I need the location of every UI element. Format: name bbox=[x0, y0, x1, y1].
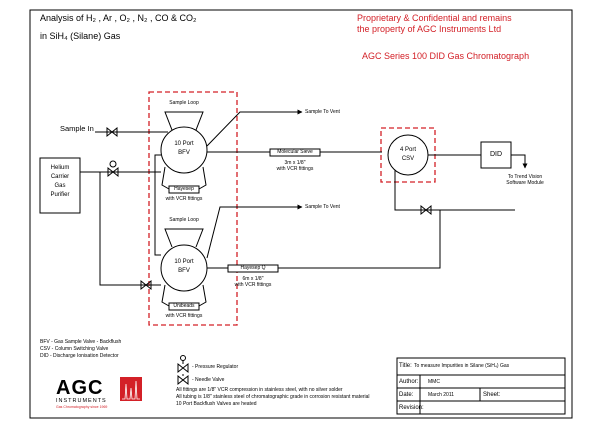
page-border bbox=[29, 9, 573, 419]
bfv-bottom-label-2: BFV bbox=[178, 268, 190, 274]
pressure-regulator-symbol bbox=[109, 160, 117, 168]
hayesep-q-label: Hayesep Q bbox=[240, 265, 266, 271]
csv-label-2: CSV bbox=[401, 156, 415, 162]
csv-return bbox=[394, 170, 440, 211]
hayesep-top-box bbox=[168, 185, 200, 194]
product-title: AGC Series 100 DID Gas Chromatograph bbox=[362, 51, 530, 61]
unibeads-label: Unibeads bbox=[173, 303, 195, 309]
author-value: MMC bbox=[428, 379, 440, 385]
needle-valve-carrier bbox=[107, 166, 119, 178]
title-label: Title: bbox=[399, 363, 412, 369]
molecular-sieve-spec-1: 3m x 1/8" bbox=[284, 160, 306, 166]
date-label: Date: bbox=[399, 392, 414, 398]
oven-box-left bbox=[148, 91, 238, 326]
molecular-sieve-spec-2: with VCR fittings bbox=[276, 166, 314, 172]
carrier-label-2: Carrier bbox=[50, 174, 70, 180]
hayesep-q-line bbox=[207, 209, 515, 269]
revision-label: Revision: bbox=[399, 405, 424, 411]
needle-valve-csv-return bbox=[420, 204, 432, 216]
carrier-line-bottom bbox=[80, 171, 161, 286]
unibeads-loop bbox=[161, 284, 207, 307]
molecular-sieve-box bbox=[269, 148, 321, 157]
analysis-subheading: in SiH₄ (Silane) Gas bbox=[40, 31, 121, 41]
did-output bbox=[511, 154, 528, 169]
title-block bbox=[396, 357, 566, 415]
csv-valve bbox=[387, 134, 429, 176]
logo-name: AGC bbox=[56, 377, 104, 399]
legend-needle-valve-icon bbox=[177, 374, 189, 386]
needle-valve-carrier-bottom bbox=[140, 279, 152, 291]
hayesep-top-loop bbox=[161, 166, 207, 190]
hayesep-q-box bbox=[227, 264, 279, 273]
sample-loop-bottom-label: Sample Loop bbox=[169, 217, 199, 223]
sample-in-label: Sample In bbox=[60, 124, 94, 133]
legend-pressure-regulator: - Pressure Regulator bbox=[192, 364, 239, 370]
sample-to-vent-top: Sample To Vent bbox=[305, 109, 340, 115]
bfv-top-label-2: BFV bbox=[178, 150, 190, 156]
vent-line-top bbox=[206, 109, 303, 147]
bfv-link-line bbox=[154, 154, 161, 256]
logo-sub: INSTRUMENTS bbox=[56, 398, 107, 404]
needle-valve-sample-in bbox=[106, 126, 118, 138]
vent-line-bottom bbox=[206, 204, 303, 259]
proprietary-line-2: the property of AGC Instruments Ltd bbox=[357, 24, 502, 34]
author-label: Author: bbox=[399, 379, 419, 385]
legend-did: DID - Discharge Ionisation Detector bbox=[40, 353, 119, 359]
hayesep-q-spec-1: 6m x 1/8" bbox=[242, 276, 264, 282]
molecular-sieve-label: Molecular Sieve bbox=[277, 149, 313, 155]
legend-csv: CSV - Column Switching Valve bbox=[40, 346, 109, 352]
title-value: To measure Impurities in Silane (SiH₄) G… bbox=[414, 363, 510, 369]
legend-note-2: All tubing is 1/8" stainless steel of ch… bbox=[176, 394, 370, 400]
bfv-top-valve bbox=[160, 126, 208, 174]
sample-loop-top bbox=[164, 111, 204, 131]
proprietary-line-1: Proprietary & Confidential and remains bbox=[357, 13, 512, 23]
sample-to-vent-bottom: Sample To Vent bbox=[305, 204, 340, 210]
sample-loop-top-label: Sample Loop bbox=[169, 100, 199, 106]
legend-bfv: BFV - Gas Sample Valve - Backflush bbox=[40, 339, 122, 345]
logo-chart-icon bbox=[120, 377, 142, 401]
carrier-label-3: Gas bbox=[54, 183, 66, 189]
unibeads-box bbox=[168, 302, 200, 311]
logo-tagline: Gas Chromatography since 1969 bbox=[56, 405, 108, 409]
csv-label-1: 4 Port bbox=[399, 147, 417, 153]
legend-pressure-regulator-icon bbox=[177, 360, 189, 374]
helium-purifier-box bbox=[39, 157, 81, 214]
hayesep-top-note: with VCR fittings bbox=[165, 196, 203, 202]
title-block-lines bbox=[397, 374, 565, 414]
carrier-label-4: Purifier bbox=[50, 192, 70, 198]
legend-needle-valve: - Needle Valve bbox=[192, 377, 225, 383]
carrier-label-1: Helium bbox=[50, 165, 70, 171]
oven-box-csv bbox=[380, 127, 436, 183]
hayesep-q-spec-2: with VCR fittings bbox=[234, 282, 272, 288]
analysis-heading: Analysis of H₂ , Ar , O₂ , N₂ , CO & CO₂ bbox=[40, 13, 197, 23]
unibeads-note: with VCR fittings bbox=[165, 313, 203, 319]
bfv-bottom-label-1: 10 Port bbox=[174, 259, 194, 265]
bfv-top-label-1: 10 Port bbox=[174, 141, 194, 147]
sheet-label: Sheet: bbox=[483, 392, 501, 398]
legend-note-1: All fittings are 1/8" VCR compression in… bbox=[176, 387, 343, 393]
did-label: DID bbox=[489, 151, 503, 158]
hayesep-top-label: Hayesep bbox=[174, 186, 194, 192]
legend-note-3: 10 Port Backflush Valves are heated bbox=[176, 401, 257, 407]
sample-loop-bottom bbox=[164, 228, 204, 248]
trend-vision-1: To Trend Vision bbox=[507, 174, 543, 180]
date-value: March 2011 bbox=[428, 392, 455, 398]
trend-vision-2: Software Module bbox=[506, 180, 544, 186]
legend-regulator-dial-icon bbox=[180, 355, 186, 361]
